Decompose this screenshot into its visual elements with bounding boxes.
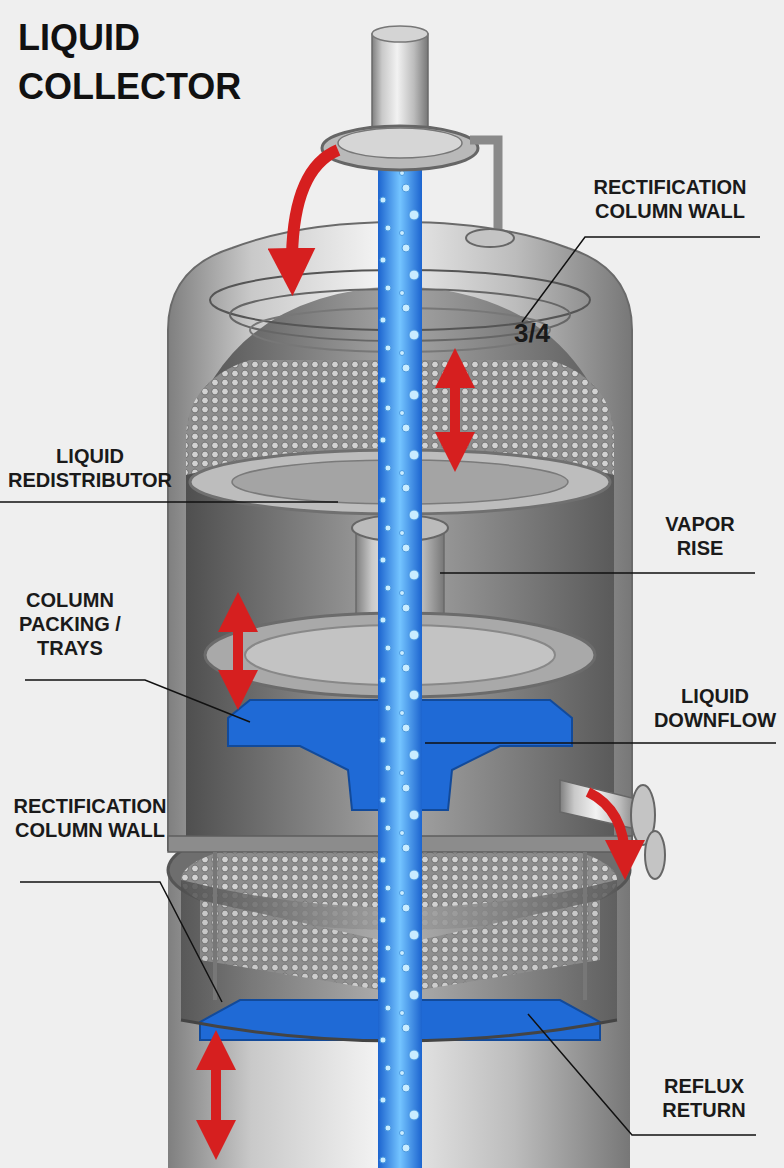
flow-arrow bbox=[211, 1050, 221, 1140]
side-flange bbox=[466, 229, 514, 247]
flow-arrow bbox=[588, 792, 625, 860]
flow-arrow bbox=[292, 150, 338, 272]
top-flange-face bbox=[338, 128, 462, 158]
leader-line bbox=[0, 501, 338, 503]
nozzle-flange bbox=[645, 831, 665, 879]
part-label: RECTIFICATION COLUMN WALL bbox=[0, 794, 180, 842]
part-label: COLUMN PACKING / TRAYS bbox=[8, 588, 132, 660]
part-label: LIQUID REDISTRIBUTOR bbox=[0, 444, 180, 492]
leader-line bbox=[25, 680, 250, 722]
pipe-top bbox=[372, 26, 428, 42]
leader-line bbox=[425, 742, 776, 744]
part-label: REFLUX RETURN bbox=[645, 1074, 763, 1122]
side-pipe bbox=[470, 140, 498, 230]
part-label: VAPOR RISE bbox=[640, 512, 760, 560]
flow-arrow bbox=[233, 612, 243, 690]
top-flange bbox=[322, 126, 478, 170]
leader-line bbox=[20, 882, 222, 1002]
support-rod bbox=[583, 852, 587, 1000]
liquid-stream bbox=[378, 140, 422, 1168]
bubbles bbox=[378, 140, 422, 1168]
flow-arrow bbox=[450, 368, 460, 452]
leader-line bbox=[522, 237, 760, 322]
part-label: RECTIFICATION COLUMN WALL bbox=[570, 175, 770, 223]
part-label: LIQUID DOWNFLOW bbox=[648, 684, 782, 732]
part-label: 3/4 bbox=[502, 318, 562, 349]
support-rod bbox=[213, 852, 217, 1000]
diagram-title: LIQUID COLLECTOR bbox=[18, 14, 258, 111]
leader-line bbox=[440, 572, 755, 574]
